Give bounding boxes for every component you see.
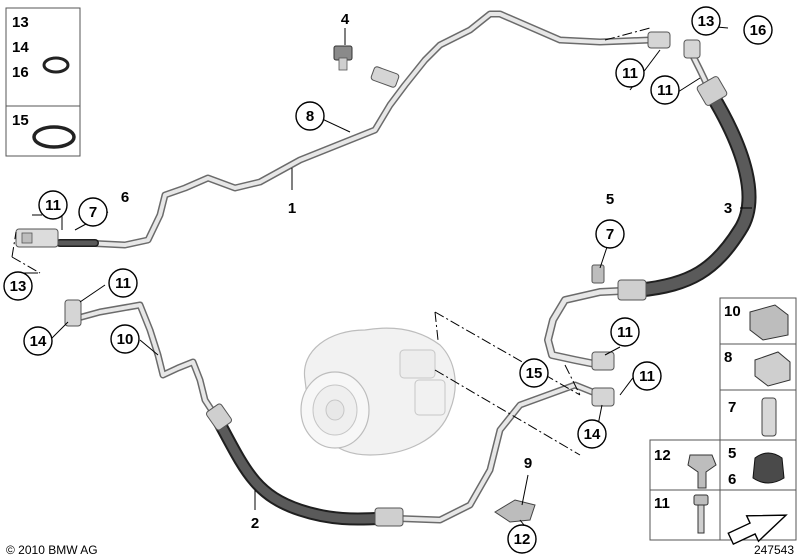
svg-text:2: 2 [251,515,259,532]
bracket-8-icon [754,351,791,387]
svg-text:11: 11 [657,82,673,99]
svg-text:11: 11 [617,324,633,341]
svg-text:12: 12 [514,531,531,548]
bracket-9 [494,499,536,523]
image-number: 247543 [754,543,794,557]
callout-4: 4 [341,11,350,28]
pressure-sensor-4 [333,45,353,71]
svg-text:11: 11 [45,197,61,214]
callout-8: 8 [295,101,325,131]
callout-11-right-mid: 11 [610,317,640,347]
svg-text:11: 11 [622,65,638,82]
callout-5-right: 5 [606,191,614,208]
pipe-1-right-fitting [647,31,671,49]
o-ring-large-icon [32,125,76,149]
callout-14-left: 14 [23,326,53,356]
callout-15: 15 [519,358,549,388]
service-valve-5 [591,264,605,284]
callout-11-left-top: 11 [38,190,68,220]
svg-text:1: 1 [288,200,296,217]
seal-box-14: 14 [12,39,29,56]
bolt-12-icon [687,454,717,489]
svg-text:10: 10 [117,331,134,348]
callout-11-right-top-a: 11 [615,58,645,88]
svg-text:14: 14 [30,333,47,350]
callout-3: 3 [724,200,732,217]
callout-14-right: 14 [577,419,607,449]
seal-box-15: 15 [12,112,29,129]
clip-10-icon [749,304,789,341]
pipe-10-hose-2 [64,299,615,527]
callout-2: 2 [251,515,259,532]
callout-13-left: 13 [3,271,33,301]
hose-3 [544,39,757,371]
svg-text:9: 9 [524,455,532,472]
seal-box: 13 14 16 15 [5,7,81,157]
callout-1: 1 [288,200,296,217]
svg-text:11: 11 [115,275,131,292]
panel-label-5: 5 [728,445,736,462]
callout-10: 10 [110,324,140,354]
callout-16: 16 [743,15,773,45]
screw-11-icon [693,494,709,506]
svg-text:6: 6 [121,189,129,206]
panel-label-8: 8 [724,349,732,366]
panel-label-12: 12 [654,447,671,464]
callout-11-right-top-b: 11 [650,75,680,105]
panel-label-6: 6 [728,471,736,488]
svg-text:14: 14 [584,426,601,443]
svg-text:8: 8 [306,108,314,125]
seal-box-16: 16 [12,64,29,81]
svg-text:15: 15 [526,365,543,382]
svg-text:11: 11 [639,368,655,385]
callout-11-left-mid: 11 [108,268,138,298]
parts-panel: 10 8 7 12 5 6 11 [649,297,797,546]
callout-13-right: 13 [691,6,721,36]
callout-7-right: 7 [595,219,625,249]
svg-text:5: 5 [606,191,614,208]
callout-12-bottom: 12 [507,524,537,554]
callout-7-left: 7 [78,197,108,227]
svg-text:16: 16 [750,22,767,39]
svg-text:13: 13 [698,13,715,30]
svg-text:4: 4 [341,11,350,28]
callout-6-left: 6 [121,189,129,206]
callout-9: 9 [524,455,532,472]
pipe-1-valve [370,66,400,88]
pipe-1-left-fitting [15,228,59,248]
cap-5-6-icon [752,452,785,484]
o-ring-small-icon [42,56,70,74]
seal-box-13: 13 [12,14,29,31]
svg-text:13: 13 [10,278,27,295]
copyright-text: © 2010 BMW AG [6,543,98,557]
ac-compressor [300,327,456,456]
pipe-1 [56,10,654,249]
valve-core-7-icon [761,397,777,437]
panel-label-11: 11 [654,495,670,512]
svg-text:7: 7 [89,204,97,221]
svg-text:7: 7 [606,226,614,243]
callout-11-right-low: 11 [632,361,662,391]
arrow-icon [727,514,788,546]
panel-label-7: 7 [728,399,736,416]
panel-label-10: 10 [724,303,741,320]
svg-text:3: 3 [724,200,732,217]
